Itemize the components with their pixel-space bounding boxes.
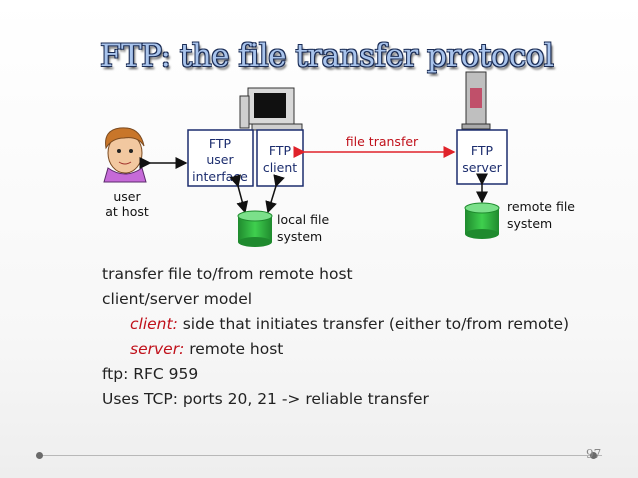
remote-fs-label-1: remote file [507, 199, 575, 214]
bullet-client-server: client/server model [102, 290, 253, 308]
server-definition: remote host [184, 340, 284, 358]
bullet-transfer: transfer file to/from remote host [102, 265, 353, 283]
ftp-ui-label-2: user [206, 152, 234, 167]
page-number: 97 [586, 447, 602, 461]
footer-rule [36, 455, 602, 456]
bullet-list: transfer file to/from remote host client… [102, 262, 572, 412]
bullet-tcp: Uses TCP: ports 20, 21 -> reliable trans… [102, 390, 429, 408]
at-host-label: at host [105, 204, 149, 219]
computer-icon [239, 87, 303, 131]
server-term: server: [130, 340, 185, 358]
slide-title: FTP: the file transfer protocol [100, 38, 554, 74]
client-term: client: [130, 315, 178, 333]
client-definition: side that initiates transfer (either to/… [177, 315, 570, 333]
remote-disk-icon [464, 202, 500, 239]
ftp-ui-label-1: FTP [209, 136, 232, 151]
ftp-server-label-2: server [462, 160, 502, 175]
bullet-server: server: remote host [102, 337, 572, 362]
ftp-diagram: user at host FTP user interface FTP clie… [103, 71, 575, 247]
footer-dot-right [590, 452, 597, 459]
remote-fs-label-2: system [507, 216, 552, 231]
user-person-icon [103, 127, 147, 183]
bullet-client: client: side that initiates transfer (ei… [102, 312, 572, 337]
ftp-ui-label-3: interface [192, 169, 248, 184]
ftp-client-label-1: FTP [269, 143, 292, 158]
client-disk-arrow [265, 174, 285, 214]
file-transfer-label: file transfer [346, 134, 419, 149]
user-label: user [113, 189, 141, 204]
local-disk-icon [237, 210, 273, 247]
ftp-server-label-1: FTP [471, 143, 494, 158]
ftp-client-box [256, 129, 304, 187]
local-fs-label-1: local file [277, 212, 329, 227]
bullet-rfc: ftp: RFC 959 [102, 365, 199, 383]
footer-dot-left [36, 452, 43, 459]
ftp-user-interface-box [187, 129, 254, 187]
ui-disk-arrow [229, 174, 249, 214]
server-tower-icon [461, 71, 491, 130]
local-fs-label-2: system [277, 229, 322, 244]
ftp-client-label-2: client [263, 160, 297, 175]
